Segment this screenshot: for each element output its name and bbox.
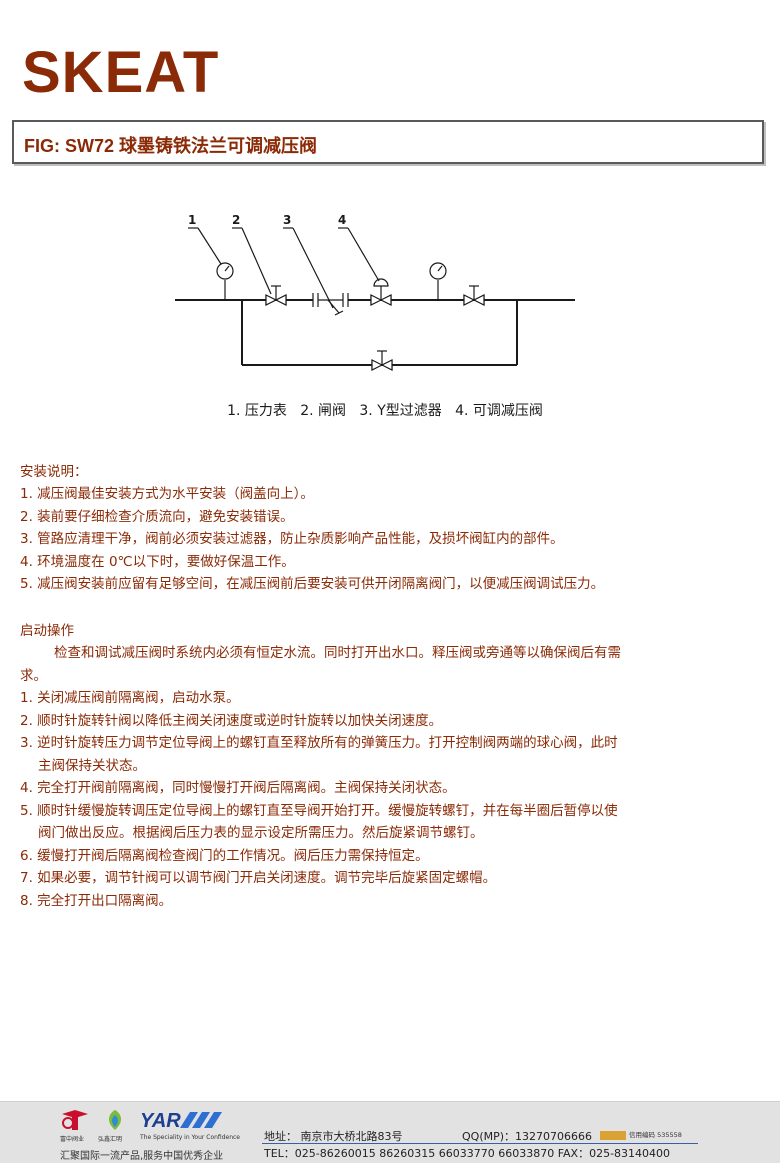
install-heading: 安装说明： [20, 464, 88, 480]
footer-address: 地址： 南京市大桥北路83号 [264, 1130, 403, 1143]
title-box: FIG: SW72 球墨铸铁法兰可调减压阀 [12, 120, 764, 164]
callout-number: 4 [338, 213, 346, 227]
startup-item: 4. 完全打开阀前隔离阀，同时慢慢打开阀后隔离阀。主阀保持关闭状态。 [20, 780, 456, 796]
install-item: 5. 减压阀安装前应留有足够空间，在减压阀前后要安装可供开闭隔离阀门，以便减压阀… [20, 576, 605, 592]
startup-intro: 检查和调试减压阀时系统内必须有恒定水流。同时打开出水口。释压阀或旁通等以确保阀后… [54, 645, 621, 661]
startup-intro: 求。 [20, 667, 47, 684]
brand-logo: SKEAT [22, 40, 220, 105]
piping-diagram: 1 2 3 4 1. 压力表 2. 闸阀 3. Y型过滤器 4. 可调减压阀 [175, 213, 575, 419]
page-title: FIG: SW72 球墨铸铁法兰可调减压阀 [24, 136, 318, 156]
credit-code-text: 信用编码 535558 [629, 1131, 682, 1139]
hongxin-logo-icon [108, 1110, 122, 1130]
install-item: 2. 装前要仔细检查介质流向，避免安装错误。 [20, 508, 294, 525]
callout-number: 3 [283, 213, 291, 227]
startup-item: 1. 关闭减压阀前隔离阀，启动水泵。 [20, 690, 240, 706]
footer-tel: TEL：025-86260015 86260315 66033770 66033… [264, 1147, 671, 1160]
startup-item: 7. 如果必要，调节针阀可以调节阀门开启关闭速度。调节完毕后旋紧固定螺帽。 [20, 870, 497, 886]
install-item: 3. 管路应清理干净，阀前必须安装过滤器，防止杂质影响产品性能，及损坏阀缸内的部… [20, 531, 564, 547]
install-section: 安装说明： 1. 减压阀最佳安装方式为水平安装（阀盖向上）。 2. 装前要仔细检… [20, 461, 604, 596]
fuzhong-logo-caption: 富中阀业 [60, 1136, 85, 1143]
startup-item: 8. 完全打开出口隔离阀。 [20, 892, 173, 909]
footer: 富中阀业 弘鑫汇明 YAR The Speciality in Your Con… [0, 1101, 780, 1163]
yar-logo-text: YAR [140, 1110, 181, 1132]
install-item: 4. 环境温度在 0℃以下时，要做好保温工作。 [20, 553, 295, 570]
install-item: 1. 减压阀最佳安装方式为水平安装（阀盖向上）。 [20, 486, 314, 502]
callout-number: 2 [232, 213, 240, 227]
startup-item: 2. 顺时针旋转针阀以降低主阀关闭速度或逆时针旋转以加快关闭速度。 [20, 712, 443, 729]
startup-item: 阀门做出反应。根据阀后压力表的显示设定所需压力。然后旋紧调节螺钉。 [38, 825, 484, 841]
startup-section: 启动操作 检查和调试减压阀时系统内必须有恒定水流。同时打开出水口。释压阀或旁通等… [20, 620, 621, 912]
startup-item: 主阀保持关状态。 [38, 757, 146, 774]
startup-item: 5. 顺时针缓慢旋转调压定位导阀上的螺钉直至导阀开始打开。缓慢旋转螺钉，并在每半… [20, 802, 618, 819]
footer-divider [262, 1143, 698, 1144]
startup-item: 3. 逆时针旋转压力调节定位导阀上的螺钉直至释放所有的弹簧压力。打开控制阀两端的… [20, 735, 618, 751]
startup-item: 6. 缓慢打开阀后隔离阀检查阀门的工作情况。阀后压力需保持恒定。 [20, 847, 429, 864]
yar-logo-icon: YAR [140, 1110, 222, 1132]
footer-slogan: 汇聚国际一流产品,服务中国优秀企业 [60, 1151, 224, 1162]
startup-heading: 启动操作 [20, 623, 74, 639]
credit-badge-icon [600, 1130, 626, 1140]
credit-code: 信用编码 535558 [600, 1129, 682, 1140]
callout-number: 1 [188, 213, 196, 227]
fuzhong-logo-icon [62, 1110, 88, 1130]
footer-qq: QQ(MP)：13270706666 [462, 1130, 593, 1143]
hongxin-logo-caption: 弘鑫汇明 [98, 1136, 123, 1143]
diagram-caption: 1. 压力表 2. 闸阀 3. Y型过滤器 4. 可调减压阀 [227, 403, 543, 419]
yar-tagline: The Speciality in Your Confidence [140, 1134, 240, 1141]
